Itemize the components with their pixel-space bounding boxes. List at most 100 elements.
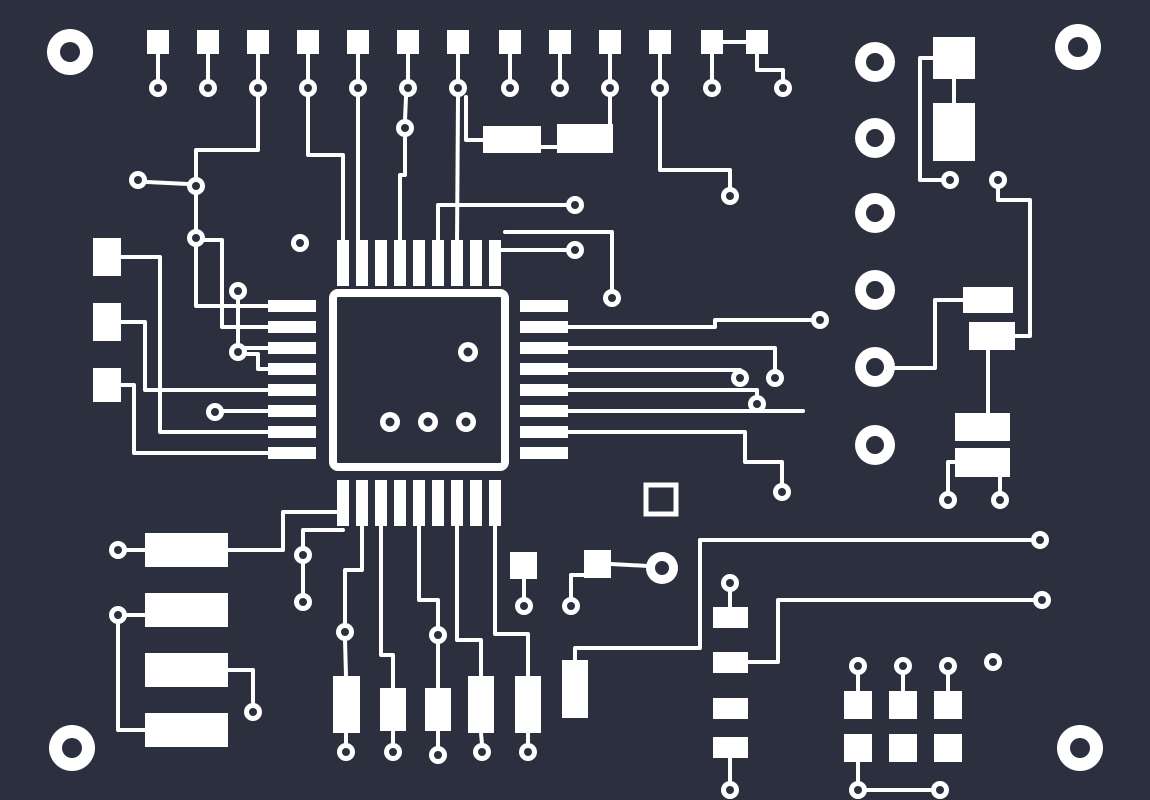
via-drill <box>404 84 412 92</box>
trace <box>658 95 732 190</box>
square-pad <box>934 691 962 719</box>
square-pad <box>147 30 169 54</box>
rect-pad <box>468 676 494 733</box>
via-drill <box>192 182 200 190</box>
large-via-drill <box>866 204 884 222</box>
ic-pin <box>520 447 568 459</box>
trace <box>436 203 569 247</box>
trace <box>119 383 270 455</box>
via-drill <box>506 84 514 92</box>
ic-pin <box>268 405 316 417</box>
mounting-hole-drill <box>60 42 80 62</box>
via-drill <box>249 708 257 716</box>
square-pad <box>549 30 571 54</box>
ic-pin <box>394 480 406 526</box>
rect-pad <box>955 448 1010 477</box>
via-drill <box>434 751 442 759</box>
via-drill <box>567 602 575 610</box>
square-pad <box>889 734 917 762</box>
trace <box>746 598 1036 664</box>
via-drill <box>114 611 122 619</box>
rect-pad <box>515 676 541 733</box>
ic-pin <box>520 363 568 375</box>
fiducial-pad <box>643 482 679 517</box>
ic-pin <box>489 240 501 286</box>
square-pad <box>499 30 521 54</box>
ic-hole-drill <box>463 347 473 357</box>
trace <box>116 621 147 732</box>
square-pad <box>934 734 962 762</box>
ic-pin <box>520 321 568 333</box>
via-drill <box>299 551 307 559</box>
trace <box>918 56 944 182</box>
via-drill <box>299 598 307 606</box>
square-pad <box>510 552 537 579</box>
trace <box>306 95 345 247</box>
via-drill <box>726 579 734 587</box>
rect-pad <box>145 593 228 627</box>
via-drill <box>816 316 824 324</box>
square-pad <box>447 30 469 54</box>
ic-pin <box>520 384 568 396</box>
mounting-hole-drill <box>1070 738 1090 758</box>
via-drill <box>606 84 614 92</box>
ic-body <box>329 289 509 471</box>
via-drill <box>234 348 242 356</box>
trace <box>566 346 777 372</box>
trace <box>569 573 586 600</box>
trace <box>145 180 190 186</box>
rect-pad <box>955 413 1010 441</box>
rect-pad <box>483 126 541 153</box>
ic-pin <box>356 240 368 286</box>
ic-pin <box>489 480 501 526</box>
via-drill <box>854 786 862 794</box>
ic-pin <box>451 480 463 526</box>
ic-pin <box>375 480 387 526</box>
ic-pin <box>470 240 482 286</box>
trace <box>202 238 270 329</box>
trace <box>996 186 1032 338</box>
square-pad <box>844 734 872 762</box>
via-drill <box>608 294 616 302</box>
ic-pin <box>413 240 425 286</box>
rect-pad <box>963 287 1013 313</box>
via-drill <box>936 786 944 794</box>
mounting-hole-drill <box>1068 37 1088 57</box>
ic-pin <box>268 321 316 333</box>
via-drill <box>656 84 664 92</box>
ic-hole-drill <box>385 417 395 427</box>
via-drill <box>944 662 952 670</box>
trace <box>226 510 342 552</box>
via-drill <box>154 84 162 92</box>
square-pad <box>599 30 621 54</box>
trace <box>119 255 270 434</box>
ic-pin <box>470 480 482 526</box>
ic-pin <box>375 240 387 286</box>
rect-pad <box>380 688 406 731</box>
square-pad <box>584 550 611 578</box>
square-pad <box>746 30 768 54</box>
ic-pin <box>432 480 444 526</box>
large-via-drill <box>866 129 884 147</box>
square-pad <box>347 30 369 54</box>
trace <box>398 134 407 247</box>
via-drill <box>478 748 486 756</box>
square-pad <box>93 368 121 402</box>
large-via-drill <box>866 281 884 299</box>
rect-pad <box>425 688 451 731</box>
trace <box>343 638 348 678</box>
via-drill <box>389 748 397 756</box>
via-drill <box>234 287 242 295</box>
ic-pin <box>337 240 349 286</box>
trace <box>119 320 270 392</box>
ic-pin <box>394 240 406 286</box>
trace <box>226 668 255 706</box>
large-via-drill <box>866 53 884 71</box>
ic-hole-drill <box>423 417 433 427</box>
trace <box>244 352 270 371</box>
via-drill <box>946 176 954 184</box>
ic-pin <box>520 342 568 354</box>
via-drill <box>556 84 564 92</box>
rect-pad <box>557 124 613 153</box>
via-drill <box>520 602 528 610</box>
